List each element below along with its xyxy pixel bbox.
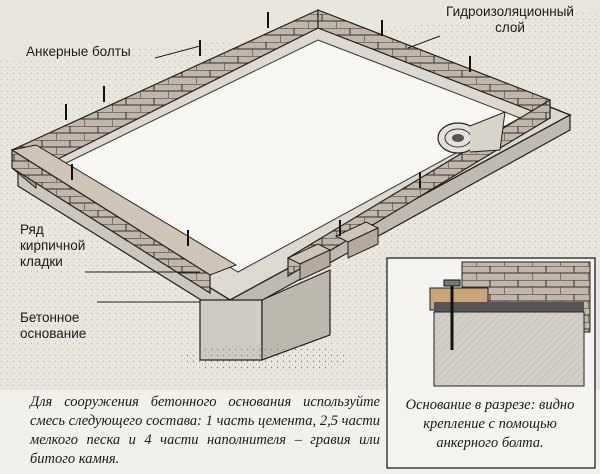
label-brick-row-line1: Ряд	[20, 222, 44, 237]
label-brick-row-line2: кирпичной	[20, 238, 86, 253]
caption-main: Для сооружения бетонного основания испол…	[30, 394, 380, 467]
caption-inset: Основание в разрезе: видно крепление с п…	[405, 397, 575, 451]
cross-section-inset	[386, 257, 596, 469]
label-concrete-line1: Бетонное	[20, 310, 80, 325]
label-brick-row-line3: кладки	[20, 254, 63, 269]
label-concrete-line2: основание	[20, 326, 87, 341]
label-waterproofing-line1: Гидроизоляционный	[446, 4, 574, 19]
waterproofing-roll	[437, 111, 506, 154]
brick-wall-front-left	[10, 144, 238, 295]
label-brick-row: Ряд кирпичной кладки	[20, 222, 85, 270]
label-waterproofing: Гидроизоляционный слой	[430, 4, 590, 36]
label-anchor-bolts: Анкерные болты	[26, 44, 131, 59]
label-waterproofing-line2: слой	[495, 20, 525, 35]
leader-lines	[85, 35, 441, 303]
anchor-bolts	[65, 12, 471, 246]
label-concrete-base: Бетонное основание	[20, 310, 86, 342]
